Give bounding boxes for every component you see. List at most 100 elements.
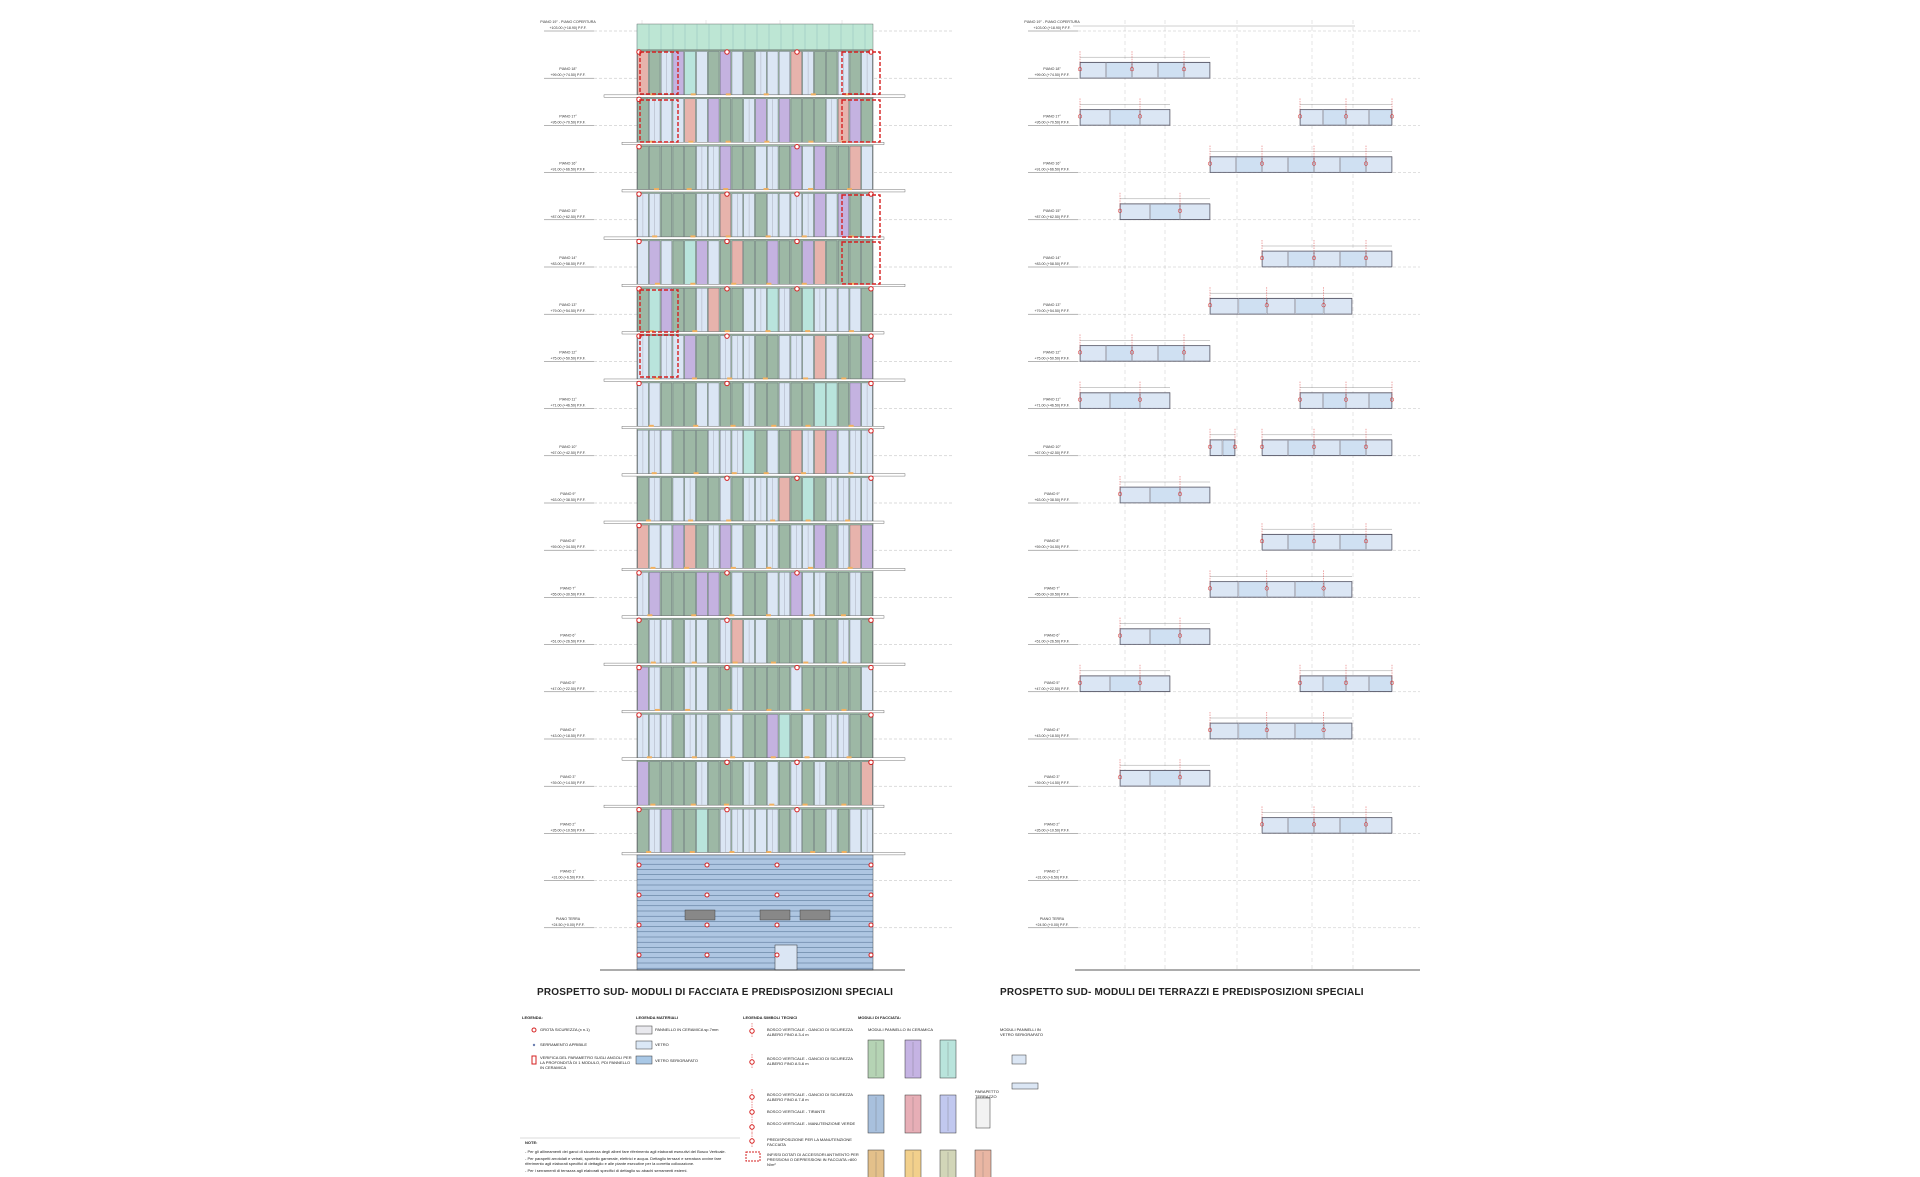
- facade-module: [720, 193, 731, 238]
- facade-module: [661, 761, 672, 806]
- corner-check-icon: [531, 1055, 537, 1065]
- floor-name-label: PIANO 19° - PIANO COPERTURA: [1024, 20, 1080, 24]
- glass-module: [1262, 440, 1288, 456]
- facade-module: [649, 288, 661, 332]
- floor-level-right: PIANO 15°+87.00 (+62.50) P.F.F.: [1028, 209, 1420, 221]
- facade-module: [790, 666, 802, 711]
- slab-accent: [730, 424, 736, 427]
- facade-module: [838, 193, 849, 238]
- slab-accent: [844, 93, 850, 96]
- symbol-icon: [749, 1124, 755, 1130]
- glass-module: [1184, 62, 1210, 78]
- facade-module: [661, 146, 672, 190]
- floor-slab: [621, 757, 906, 761]
- facade-module: [708, 98, 720, 143]
- floor-name-label: PIANO 15°: [559, 209, 577, 213]
- glass-module: [1262, 156, 1288, 173]
- facade-module: [755, 146, 767, 190]
- facade-module: [672, 146, 684, 190]
- floor-name-label: PIANO 3°: [560, 775, 576, 779]
- slab-accent: [848, 424, 854, 427]
- glass-module: [1150, 487, 1180, 503]
- floor-level-left: PIANO 1°+31.00 (+6.50) P.F.F.: [544, 870, 952, 881]
- facade-module: [849, 98, 861, 143]
- glass-module: [1323, 676, 1346, 692]
- legend-symbols-title: LEGENDA SIMBOLI TECNICI: [743, 1015, 798, 1020]
- facade-module: [755, 619, 767, 664]
- facade-module: [755, 714, 767, 758]
- facade-module: [731, 572, 743, 616]
- note-line: - Per i serramenti di terrazza agli elab…: [525, 1168, 688, 1173]
- facade-module: [814, 51, 826, 96]
- facade-module: [672, 714, 684, 758]
- special-module-frame: [639, 289, 679, 333]
- facade-module: [755, 524, 767, 569]
- safety-hook-icon: [868, 664, 874, 671]
- material-swatch: [635, 1040, 653, 1050]
- hook-icon: [1297, 114, 1303, 119]
- facade-module: [838, 146, 849, 190]
- facade-module: [649, 335, 661, 380]
- slab-accent: [724, 330, 730, 333]
- facade-module: [708, 761, 720, 806]
- glass-module: [1210, 298, 1239, 314]
- glass-module: [1262, 817, 1288, 834]
- facade-module: [849, 288, 861, 332]
- slab-accent: [648, 424, 654, 427]
- slab-accent: [688, 140, 694, 143]
- facade-module: [767, 382, 779, 427]
- terrace-band: [1207, 287, 1353, 315]
- tower-body: [636, 49, 874, 856]
- symbol-label: BOSCO VERTICALE - MANUTENZIONE VERDE: [767, 1121, 856, 1126]
- facade-module: [755, 193, 767, 238]
- facade-module: [814, 193, 826, 238]
- facade-module: [696, 666, 708, 711]
- glass-module: [1262, 534, 1288, 550]
- glass-module: [1238, 298, 1267, 314]
- roof-crown: [636, 23, 874, 51]
- safety-hook-icon: [868, 892, 874, 898]
- floor-level-label: +83.00 (+58.50) P.F.F.: [550, 262, 585, 266]
- terrace-band: [1259, 806, 1393, 834]
- safety-hook-icon: [636, 892, 642, 898]
- glass-module: [1132, 345, 1158, 362]
- hook-icon: [1177, 633, 1183, 638]
- terrace-band: [1117, 759, 1211, 787]
- glass-module: [1267, 723, 1295, 739]
- glass-module: [1288, 534, 1314, 550]
- floor-name-label: PIANO 18°: [1043, 67, 1061, 71]
- hook-icon: [1363, 822, 1369, 827]
- floor-level-label: +79.00 (+54.50) P.F.F.: [550, 309, 585, 313]
- slab-accent: [730, 756, 736, 759]
- glass-module: [1184, 345, 1210, 362]
- base-opening: [684, 909, 716, 921]
- safety-hook-icon: [774, 862, 780, 868]
- hook-icon: [1389, 114, 1395, 119]
- safety-hook-icon: [868, 712, 874, 718]
- facade-module: [802, 98, 814, 143]
- symbol-label: BOSCO VERTICALE - TIRANTE: [767, 1109, 826, 1114]
- floor-level-label: +83.00 (+58.50) P.F.F.: [1034, 262, 1069, 266]
- safety-hook-icon: [724, 570, 730, 576]
- hook-icon: [1177, 208, 1183, 213]
- hook-icon: [1137, 114, 1143, 119]
- floor-name-label: PIANO 9°: [560, 492, 576, 496]
- facade-module: [755, 240, 767, 285]
- floor-level-label: +79.00 (+54.50) P.F.F.: [1034, 309, 1069, 313]
- glass-module: [1323, 581, 1352, 598]
- facade-module: [861, 761, 873, 806]
- facade-module: [802, 619, 814, 664]
- safety-hook-icon: [774, 952, 780, 958]
- facade-module: [826, 240, 838, 285]
- symbol-icon: [749, 1059, 755, 1065]
- hook-icon: [1264, 586, 1269, 591]
- facade-module: [743, 666, 755, 711]
- slab-accent: [770, 756, 776, 759]
- symbol-label: INFISSI DOTATI DI ACCESSORI ANTIVENTO PE…: [767, 1152, 859, 1167]
- slab-accent: [650, 566, 656, 569]
- facade-module: [637, 240, 649, 285]
- glass-module: [1106, 345, 1132, 362]
- slab-accent: [841, 708, 847, 711]
- modules-ceramic-label: MODULI PANNELLO IN CERAMICA: [868, 1027, 934, 1032]
- hook-icon: [1117, 633, 1123, 638]
